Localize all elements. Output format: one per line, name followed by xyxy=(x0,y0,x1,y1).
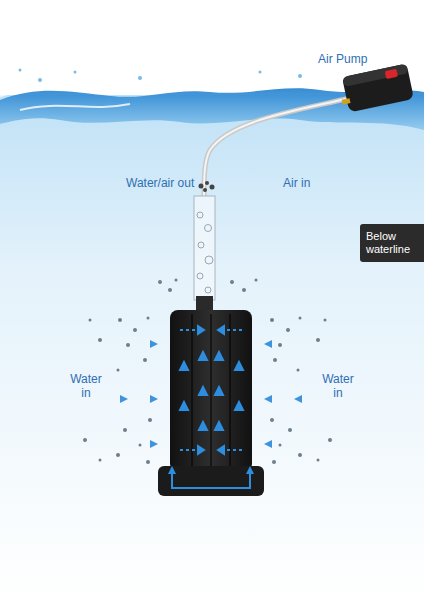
part-label: Air in xyxy=(283,176,310,190)
part-label: Water/air out xyxy=(126,176,194,190)
note-text: Below waterline xyxy=(366,230,418,256)
part-label: Air Pump xyxy=(318,52,367,66)
part-label: Water in xyxy=(318,372,358,400)
part-label: Water in xyxy=(66,372,106,400)
note-box: Below waterline xyxy=(360,224,424,262)
